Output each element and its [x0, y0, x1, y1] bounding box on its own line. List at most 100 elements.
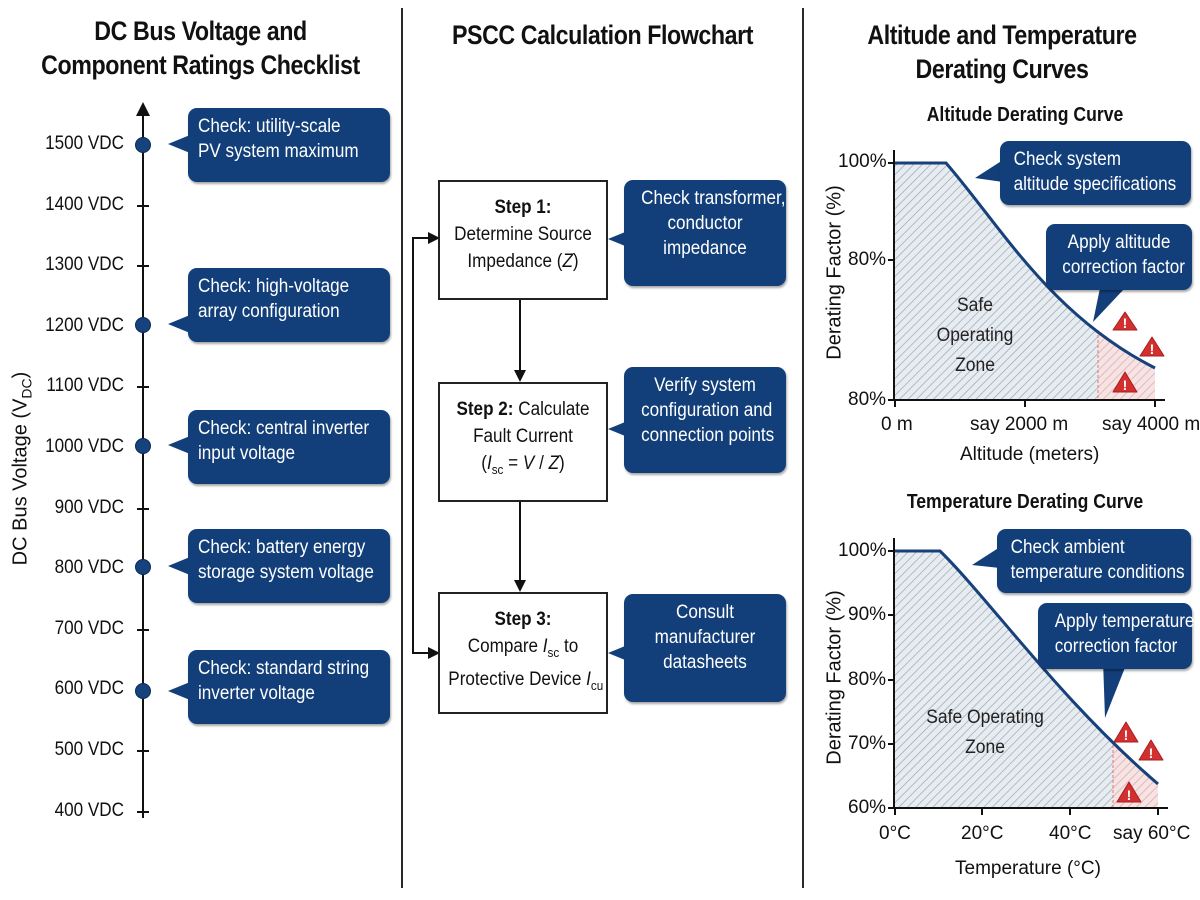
temperature-xtick-60: say 60°C	[1113, 823, 1191, 844]
column-divider-right	[802, 8, 804, 888]
altitude-xtick-0: 0 m	[881, 414, 913, 435]
temperature-zone-line2: Zone	[965, 737, 1005, 758]
callout-pointer-600	[168, 682, 190, 700]
callout-600-line2: inverter voltage	[198, 683, 315, 704]
temperature-xtick-20: 20°C	[961, 823, 1004, 844]
step3-line3: Protective Device Icu	[448, 668, 604, 693]
voltage-tick-label: 1200 VDC	[45, 315, 124, 336]
altitude-chart-title: Altitude Derating Curve	[926, 104, 1124, 126]
note1-line2: conductor	[667, 213, 743, 234]
altitude-safe-zone-area	[895, 163, 1155, 400]
altitude-warning-icon-3	[1112, 371, 1138, 393]
step1-line2: Determine Source	[454, 224, 592, 245]
voltage-tick-mark	[137, 205, 149, 207]
flow-note-3: Consult manufacturer datasheets	[624, 594, 786, 702]
temperature-ytick-80: 80%	[848, 669, 887, 690]
column-divider-left	[401, 8, 403, 888]
altitude-ytick-100: 100%	[838, 151, 887, 172]
temperature-safe-zone-label: Safe Operating Zone	[911, 703, 1058, 763]
temperature-xtick-40: 40°C	[1049, 823, 1092, 844]
temperature-derating-curve	[895, 549, 1159, 786]
svg-text:!: !	[1123, 377, 1128, 393]
voltage-tick-label: 1400 VDC	[45, 194, 124, 215]
step2-heading: Step 2:	[456, 399, 514, 420]
temperature-y-axis-label: Derating Factor (%)	[823, 590, 846, 765]
step2-line3: (Isc = V / Z)	[481, 453, 565, 477]
step2-heading-rest: Calculate	[513, 399, 590, 420]
svg-text:!: !	[1149, 745, 1154, 761]
flow-note-1: Check transformer, conductor impedance	[624, 180, 786, 286]
callout-1500-line1: Check: utility-scale	[198, 116, 341, 137]
callout-1000-line2: input voltage	[198, 443, 295, 464]
step3-line2: Compare Isc to	[467, 636, 579, 660]
altitude-derating-curve	[895, 161, 1156, 370]
callout-800-line1: Check: battery energy	[198, 537, 366, 558]
temperature-callout-check-line1: Check ambient	[1010, 537, 1125, 558]
marker-dot-1000	[135, 438, 151, 454]
temperature-ytick-90: 90%	[848, 604, 887, 625]
note2-line2: configuration and	[641, 400, 773, 421]
altitude-callout-check-line2: altitude specifications	[1013, 174, 1177, 195]
note1-pointer	[608, 230, 630, 248]
voltage-tick-label: 1300 VDC	[45, 254, 124, 275]
temperature-callout-apply: Apply temperature correction factor	[1038, 603, 1195, 669]
voltage-callout-1200: Check: high-voltage array configuration	[188, 268, 390, 342]
flow-step-1-box: Step 1: Determine Source Impedance (Z)	[438, 180, 608, 300]
temperature-callout-apply-line2: correction factor	[1054, 636, 1178, 657]
altitude-ytick-80-lower: 80%	[848, 389, 887, 410]
callout-1200-line2: array configuration	[198, 301, 340, 322]
altitude-callout-apply-line2: correction factor	[1062, 257, 1185, 278]
marker-dot-1200	[135, 317, 151, 333]
altitude-ytick-80-upper: 80%	[848, 249, 887, 270]
right-title-line1: Altitude and Temperature	[867, 20, 1137, 50]
voltage-tick-label: 900 VDC	[54, 497, 124, 518]
temperature-callout-check: Check ambient temperature conditions	[997, 529, 1191, 593]
altitude-callout-apply: Apply altitude correction factor	[1046, 224, 1192, 290]
temperature-zone-line1: Safe Operating	[926, 707, 1044, 728]
svg-text:!: !	[1124, 727, 1129, 743]
altitude-warning-zone-area	[1098, 330, 1155, 400]
marker-dot-600	[135, 683, 151, 699]
flow-step-2-box: Step 2: Calculate Fault Current (Isc = V…	[438, 382, 608, 502]
voltage-tick-mark	[137, 508, 149, 510]
altitude-xtick-2000: say 2000 m	[970, 414, 1069, 435]
step1-heading: Step 1:	[494, 197, 552, 218]
callout-pointer-1500	[168, 135, 190, 153]
note2-pointer	[608, 420, 630, 438]
callout-pointer-800	[168, 557, 190, 575]
temperature-callout-check-line2: temperature conditions	[1010, 562, 1185, 583]
altitude-callout-check-line1: Check system	[1013, 149, 1121, 170]
altitude-warning-icon-1	[1112, 311, 1138, 331]
step1-line3: Impedance (Z)	[467, 251, 579, 272]
step2-line2: Fault Current	[473, 426, 573, 447]
note1-line1: Check transformer,	[641, 188, 786, 209]
temperature-warning-icon-1	[1113, 721, 1139, 743]
temperature-warning-icon-2	[1138, 739, 1164, 761]
note2-line3: connection points	[641, 425, 775, 446]
temperature-xtick-0: 0°C	[879, 823, 911, 844]
temperature-callout-apply-line1: Apply temperature	[1054, 611, 1195, 632]
left-title-line1: DC Bus Voltage and	[94, 16, 307, 46]
voltage-tick-mark	[137, 265, 149, 267]
altitude-chart: !!!	[888, 150, 1165, 407]
note3-line3: datasheets	[663, 652, 747, 673]
temperature-safe-zone-area	[895, 551, 1158, 808]
temperature-ytick-70: 70%	[848, 733, 887, 754]
right-column-title: Altitude and Temperature Derating Curves	[832, 18, 1173, 86]
flow-note-2: Verify system configuration and connecti…	[624, 367, 786, 473]
callout-1200-line1: Check: high-voltage	[198, 276, 350, 297]
flow-step-3-box: Step 3: Compare Isc to Protective Device…	[438, 592, 608, 714]
callout-1500-line2: PV system maximum	[198, 141, 359, 162]
temperature-ytick-60: 60%	[848, 797, 887, 818]
altitude-callout-apply-line1: Apply altitude	[1067, 232, 1171, 253]
svg-text:!: !	[1150, 341, 1155, 357]
altitude-y-axis-label: Derating Factor (%)	[823, 185, 846, 360]
voltage-tick-label: 1000 VDC	[45, 436, 124, 457]
altitude-x-axis-label: Altitude (meters)	[960, 444, 1100, 465]
flowchart-title: PSCC Calculation Flowchart	[451, 20, 754, 50]
altitude-warning-icon-2	[1139, 336, 1165, 357]
callout-800-line2: storage system voltage	[198, 562, 374, 583]
note3-line2: manufacturer	[654, 627, 756, 648]
svg-text:!: !	[1127, 787, 1132, 803]
